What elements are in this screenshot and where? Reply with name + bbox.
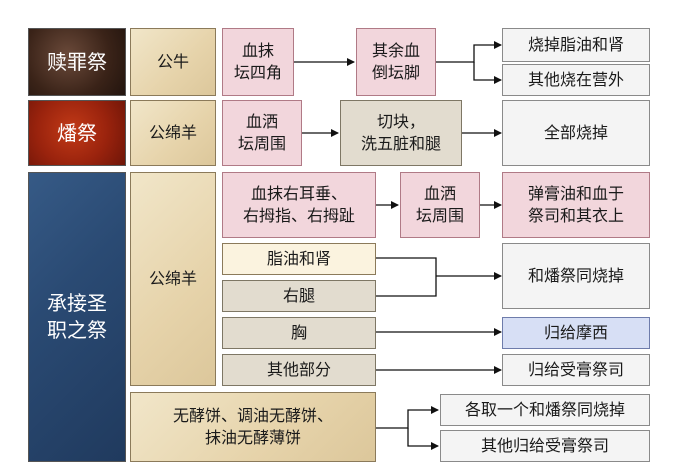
sin-step-2-text: 其余血 倒坛脚	[371, 41, 420, 82]
ordination-blood-outcome: 弹膏油和血于 祭司和其衣上	[502, 172, 650, 238]
animal-ram-ordination-text: 公绵羊	[148, 269, 197, 289]
ordination-fat-thigh-outcome-text: 和燔祭同烧掉	[527, 266, 624, 286]
burnt-step-2: 切块， 洗五脏和腿	[340, 100, 462, 166]
ordination-bread-outcome-2: 其他归给受膏祭司	[440, 430, 650, 462]
sin-step-2: 其余血 倒坛脚	[356, 28, 436, 96]
sin-step-1-text: 血抹 坛四角	[233, 41, 282, 82]
animal-ram-ordination: 公绵羊	[130, 172, 216, 386]
branch-bread-lower	[407, 428, 439, 450]
ordination-right-thigh-text: 右腿	[282, 286, 315, 306]
label-sin-offering: 赎罪祭	[28, 28, 126, 96]
label-burnt-offering: 燔祭	[28, 100, 126, 166]
ordination-bread-outcome-2-text: 其他归给受膏祭司	[480, 436, 609, 456]
ordination-blood-2-text: 血洒 坛周围	[415, 184, 464, 225]
ordination-rest-outcome: 归给受膏祭司	[502, 354, 650, 386]
label-ordination-offering: 承接圣 职之祭	[28, 172, 126, 462]
sin-outcome-2-text: 其他烧在营外	[527, 70, 624, 90]
ordination-fat-thigh-outcome: 和燔祭同烧掉	[502, 243, 650, 309]
ordination-breast-outcome-text: 归给摩西	[543, 323, 608, 343]
animal-ram-burnt-text: 公绵羊	[148, 123, 197, 143]
ordination-bread-outcome-1-text: 各取一个和燔祭同烧掉	[464, 400, 625, 420]
label-burnt-offering-text: 燔祭	[57, 120, 97, 145]
merge-fat-thigh	[376, 257, 437, 297]
ordination-fat-kidneys: 脂油和肾	[222, 243, 376, 275]
sin-step-1: 血抹 坛四角	[222, 28, 294, 96]
animal-ram-burnt: 公绵羊	[130, 100, 216, 166]
animal-bull: 公牛	[130, 28, 216, 96]
ordination-bread-outcome-1: 各取一个和燔祭同烧掉	[440, 394, 650, 426]
sin-outcome-1-text: 烧掉脂油和肾	[527, 35, 624, 55]
burnt-step-2-text: 切块， 洗五脏和腿	[360, 112, 441, 153]
burnt-outcome: 全部烧掉	[502, 100, 650, 166]
ordination-blood-2: 血洒 坛周围	[400, 172, 480, 238]
ordination-rest: 其他部分	[222, 354, 376, 386]
burnt-step-1-text: 血洒 坛周围	[237, 112, 286, 153]
sin-outcome-1: 烧掉脂油和肾	[502, 28, 650, 62]
animal-bull-text: 公牛	[156, 52, 189, 72]
label-sin-offering-text: 赎罪祭	[47, 49, 107, 74]
ordination-bread: 无酵饼、调油无酵饼、 抹油无酵薄饼	[130, 392, 376, 462]
ordination-fat-kidneys-text: 脂油和肾	[266, 249, 331, 269]
ordination-breast: 胸	[222, 317, 376, 349]
ordination-rest-outcome-text: 归给受膏祭司	[527, 360, 624, 380]
ordination-blood-1: 血抹右耳垂、 右拇指、右拇趾	[222, 172, 376, 238]
ordination-blood-1-text: 血抹右耳垂、 右拇指、右拇趾	[242, 184, 355, 225]
ordination-blood-outcome-text: 弹膏油和血于 祭司和其衣上	[527, 184, 624, 225]
ordination-breast-outcome: 归给摩西	[502, 317, 650, 349]
branch-sin-lower	[473, 62, 502, 84]
ordination-bread-text: 无酵饼、调油无酵饼、 抹油无酵薄饼	[172, 406, 333, 447]
label-ordination-offering-text: 承接圣 职之祭	[47, 291, 107, 342]
ordination-right-thigh: 右腿	[222, 280, 376, 312]
branch-bread	[376, 406, 439, 429]
burnt-outcome-text: 全部烧掉	[543, 123, 608, 143]
burnt-step-1: 血洒 坛周围	[222, 100, 302, 166]
ordination-rest-text: 其他部分	[266, 360, 331, 380]
sin-outcome-2: 其他烧在营外	[502, 64, 650, 96]
branch-sin	[436, 41, 502, 63]
ordination-breast-text: 胸	[290, 323, 307, 343]
